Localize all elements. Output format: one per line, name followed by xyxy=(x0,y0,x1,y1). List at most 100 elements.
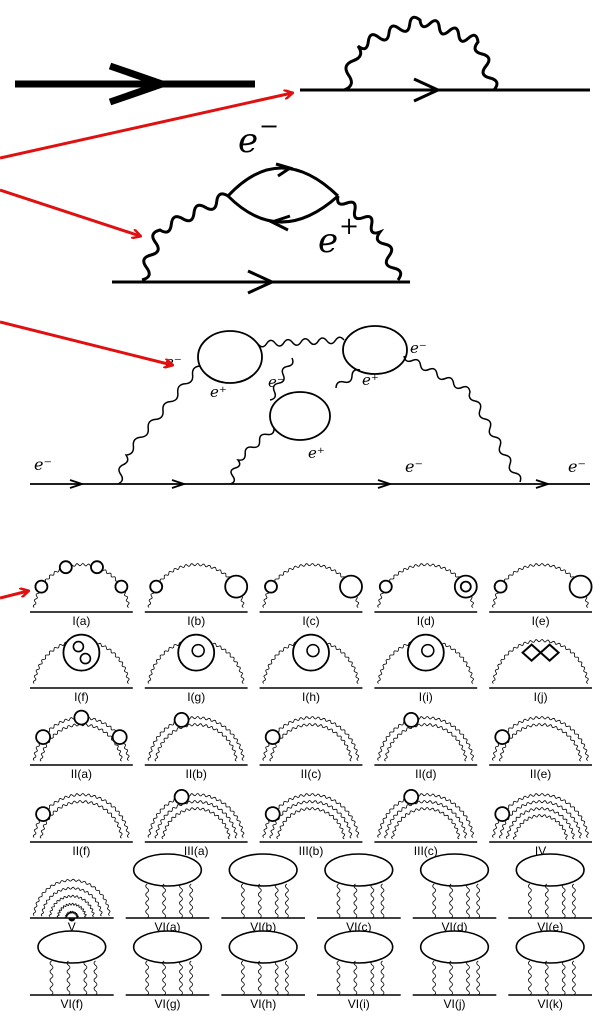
grid-fermion-loop xyxy=(403,712,420,728)
tl-photon-inner-right xyxy=(335,368,361,389)
grid-diagram: II(b) xyxy=(144,712,248,781)
grid-photon-leg xyxy=(83,960,88,996)
grid-photon-leg xyxy=(257,883,262,919)
grid-diagram: I(j) xyxy=(489,639,592,704)
grid-photon-arch xyxy=(68,917,76,922)
grid-lbl-loop xyxy=(324,930,394,964)
grid-fermion-loop xyxy=(264,579,278,594)
grid-photon-arch xyxy=(391,807,460,840)
grid-big-loop xyxy=(406,633,445,672)
grid-photon-leg xyxy=(571,883,576,919)
grid-diagram: III(c) xyxy=(374,789,478,858)
grid-fermion-loop xyxy=(35,729,51,745)
grid-photon-leg xyxy=(380,883,385,919)
grid-diagram-label: I(c) xyxy=(302,614,319,628)
grid-diagram-label: II(b) xyxy=(186,767,207,781)
grid-photon-arch xyxy=(39,723,123,762)
grid-photon-leg xyxy=(336,883,341,919)
grid-fermion-loop xyxy=(114,579,129,594)
grid-diagram: VI(h) xyxy=(221,930,305,1011)
tl-label-ep-3: e⁺ xyxy=(308,444,325,462)
tl-label-em-3: e⁻ xyxy=(268,373,285,391)
grid-photon-arch xyxy=(64,910,79,918)
grid-photon-leg xyxy=(370,960,375,996)
grid-photon-arch xyxy=(147,716,245,761)
grid-photon-arch xyxy=(39,800,123,839)
self-energy-diagram xyxy=(300,15,590,103)
grid-fermion-loop xyxy=(90,560,104,575)
grid-diagram-label: I(a) xyxy=(72,614,90,628)
grid-photon-arch xyxy=(377,716,474,761)
grid-photon-leg xyxy=(145,960,150,996)
grid-fermion-loop xyxy=(264,729,281,745)
grid-fermion-loop xyxy=(73,709,90,726)
grid-diagram-label: I(b) xyxy=(187,614,205,628)
grid-photon-leg xyxy=(449,883,453,919)
grid-fermion-loop xyxy=(378,579,393,594)
grid-photon-arch xyxy=(154,723,238,762)
red-pointer-arrows xyxy=(0,93,292,600)
grid-diagram: VI(i) xyxy=(317,930,401,1011)
grid-diagram-label: VI(f) xyxy=(60,997,83,1011)
grid-diagram: VI(f) xyxy=(30,930,114,1011)
diagram-grid: I(a)I(b)I(c)I(d)I(e)I(f)I(g)I(h)I(i)I(j)… xyxy=(30,560,593,1011)
grid-inner-loop xyxy=(421,643,435,658)
grid-photon-leg xyxy=(189,960,194,996)
tl-photon-outer-right xyxy=(403,355,522,483)
grid-diagram: I(b) xyxy=(144,563,249,628)
tl-loop-2 xyxy=(342,325,408,375)
grid-diagram-label: III(c) xyxy=(414,844,438,858)
grid-photon-arch xyxy=(154,800,238,839)
grid-photon-leg xyxy=(274,960,279,996)
grid-diagram: VI(k) xyxy=(508,930,592,1011)
grid-diagram: VI(d) xyxy=(412,853,497,934)
grid-fermion-loop xyxy=(494,729,511,745)
grid-diagram: I(h) xyxy=(259,633,363,704)
grid-diagram: VI(a) xyxy=(125,853,210,934)
grid-diagram-label: VI(k) xyxy=(538,997,563,1011)
vp-loop-arrow-top xyxy=(275,162,294,178)
grid-diagram-label: II(d) xyxy=(415,767,436,781)
grid-fermion-loop xyxy=(568,574,593,599)
grid-photon-leg xyxy=(571,960,576,996)
grid-diagram-label: II(a) xyxy=(71,767,92,781)
grid-photon-leg xyxy=(544,960,549,996)
grid-diagram-label: VI(j) xyxy=(444,997,466,1011)
grid-fermion-loop xyxy=(403,789,420,805)
grid-photon-arch xyxy=(498,723,582,762)
grid-lbl-loop xyxy=(228,930,298,964)
grid-diagram-label: I(d) xyxy=(417,614,435,628)
grid-photon-leg xyxy=(449,960,453,996)
grid-diagram: VI(e) xyxy=(508,853,592,934)
grid-photon-arch xyxy=(40,886,103,917)
tl-label-mid: e⁻ xyxy=(405,457,423,476)
grid-diagram: II(f) xyxy=(30,793,133,858)
grid-inner-loop xyxy=(191,643,205,658)
grid-lbl-loop xyxy=(132,853,203,887)
grid-diagram-label: I(g) xyxy=(187,690,205,704)
grid-lbl-loop xyxy=(515,853,585,887)
grid-fermion-loop xyxy=(494,806,511,822)
grid-photon-leg xyxy=(380,960,385,996)
bare-electron-arrow xyxy=(108,62,173,106)
grid-photon-arch xyxy=(384,800,467,839)
grid-photon-arch xyxy=(512,814,568,840)
grid-photon-leg xyxy=(240,960,245,996)
tl-label-em-1: e⁻ xyxy=(165,353,182,371)
two-loop-diagram: e⁻ e⁺ e⁻ e⁺ e⁻ e⁺ e⁻ e⁻ e⁻ xyxy=(30,325,590,489)
grid-photon-leg xyxy=(527,960,532,996)
vp-electron-sup: − xyxy=(259,112,279,140)
red-arrow-1 xyxy=(0,93,292,160)
grid-diagram-label: I(i) xyxy=(419,690,433,704)
grid-fermion-loop xyxy=(111,729,128,745)
grid-diagram: I(a) xyxy=(30,560,133,628)
grid-photon-arch xyxy=(161,807,231,840)
grid-photon-leg xyxy=(93,960,98,996)
tl-photon-outer-left xyxy=(117,365,201,485)
grid-photon-leg xyxy=(162,883,166,919)
grid-big-loop xyxy=(177,633,216,672)
grid-photon-leg xyxy=(274,883,279,919)
grid-inner-loop xyxy=(306,643,320,658)
grid-photon-leg xyxy=(145,883,150,919)
grid-diagram-label: VI(g) xyxy=(154,997,180,1011)
